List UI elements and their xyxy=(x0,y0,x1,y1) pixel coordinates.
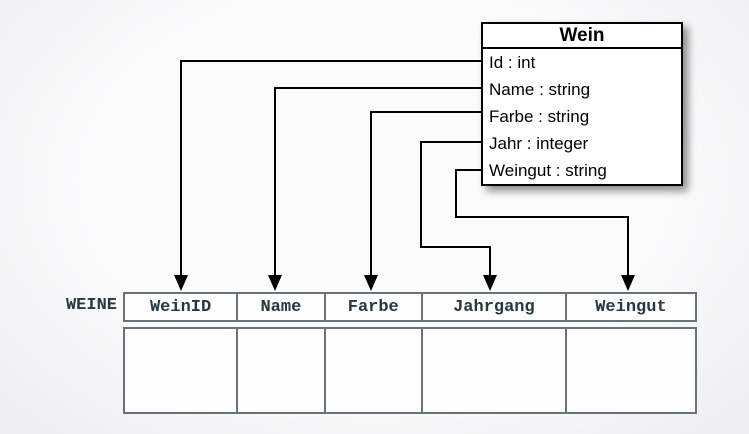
class-title: Wein xyxy=(483,24,681,49)
table-header-row: WeinID Name Farbe Jahrgang Weingut xyxy=(123,292,697,322)
class-attribute-name: Name : string xyxy=(489,80,591,99)
uml-class-box-wein: Wein Id : int Name : string Farbe : stri… xyxy=(481,22,683,186)
body-cell-name xyxy=(238,329,326,412)
arrowhead-weinid xyxy=(174,275,188,291)
arrowhead-weingut xyxy=(621,275,635,291)
class-attribute-weingut: Weingut : string xyxy=(489,161,607,180)
arrow-id-to-weinid xyxy=(174,60,481,291)
body-cell-weinid xyxy=(125,329,239,412)
arrowhead-jahrgang xyxy=(483,275,497,291)
class-attribute-id: Id : int xyxy=(489,53,536,72)
arrowhead-farbe xyxy=(364,275,378,291)
table-body-row xyxy=(123,327,697,414)
arrow-name-to-name xyxy=(268,87,481,291)
arrow-jahr-to-jahrgang xyxy=(420,141,497,291)
arrow-farbe-to-farbe xyxy=(364,111,481,291)
body-cell-jahrgang xyxy=(423,329,567,412)
header-cell-jahrgang: Jahrgang xyxy=(423,294,567,320)
arrowhead-name xyxy=(268,275,282,291)
header-cell-farbe: Farbe xyxy=(326,294,423,320)
table-name-label: WEINE xyxy=(65,296,117,315)
arrow-weingut-to-weingut xyxy=(455,169,635,291)
header-cell-weinid: WeinID xyxy=(125,294,239,320)
body-cell-weingut xyxy=(567,329,695,412)
class-attribute-farbe: Farbe : string xyxy=(489,107,590,126)
header-cell-name: Name xyxy=(238,294,326,320)
class-attribute-jahr: Jahr : integer xyxy=(489,134,589,153)
body-cell-farbe xyxy=(326,329,423,412)
header-cell-weingut: Weingut xyxy=(595,297,667,317)
